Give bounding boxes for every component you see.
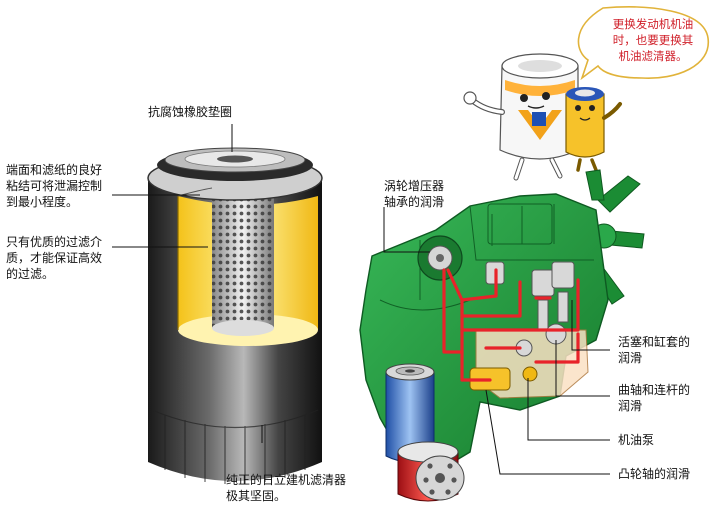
label-end-face-line: 粘结可将泄漏控制 [6,179,103,193]
label-media-line: 只有优质的过滤介 [6,235,103,249]
label-turbo-line: 涡轮增压器 [384,179,445,193]
label-piston-line: 润滑 [618,351,643,365]
mascot-group [463,53,622,181]
engine-leader-lines [383,207,610,475]
label-crank-line: 润滑 [618,399,643,413]
label-gasket: 抗腐蚀橡胶垫圈 [148,105,233,119]
label-genuine-line: 极其坚固。 [226,489,287,503]
label-piston: 活塞和缸套的 润滑 [618,334,690,366]
label-crank-line: 曲轴和连杆的 [618,383,691,397]
label-end-face-line: 端面和滤纸的良好 [6,163,103,177]
speech-bubble-line: 时，也要更换其 [612,33,694,47]
label-turbo: 涡轮增压器 轴承的润滑 [384,178,444,210]
filter-leader-lines [112,124,263,443]
label-camshaft: 凸轮轴的润滑 [618,467,691,481]
speech-bubble-text: 更换发动机机油 时，也要更换其 机油滤清器。 [604,16,702,64]
label-genuine-line: 纯正的日立建机滤清器 [226,473,347,487]
speech-bubble [577,6,709,81]
mascot-white-can [463,53,579,181]
label-piston-line: 活塞和缸套的 [618,335,691,349]
filter-bottom-ribs [151,409,319,484]
label-genuine-filter: 纯正的日立建机滤清器 极其坚固。 [226,472,346,504]
label-media-line: 质，才能保证高效 [6,251,103,265]
mascot-yellow-filter [565,87,622,172]
label-crank: 曲轴和连杆的 润滑 [618,382,690,414]
label-media: 只有优质的过滤介 质，才能保证高效 的过滤。 [6,234,102,282]
filter-cutaway [147,147,323,484]
label-end-face: 端面和滤纸的良好 粘结可将泄漏控制 到最小程度。 [6,162,102,210]
filter-core [212,178,274,336]
speech-bubble-line: 更换发动机机油 [612,17,694,31]
oil-lines [442,268,580,382]
label-oil-pump: 机油泵 [618,433,655,447]
spare-filter-red [397,441,465,502]
label-turbo-line: 轴承的润滑 [384,195,445,209]
speech-bubble-line: 机油滤清器。 [618,49,688,63]
label-media-line: 的过滤。 [6,267,55,281]
engine-block-details [379,203,594,311]
engine-turbo [417,235,463,281]
label-end-face-line: 到最小程度。 [6,195,79,209]
